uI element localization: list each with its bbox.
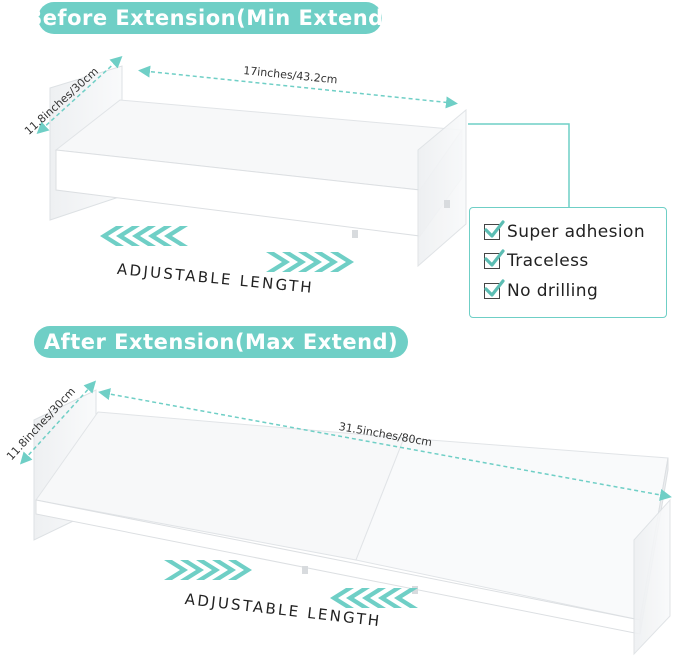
bottom-shelf bbox=[19, 380, 672, 656]
features-box: Super adhesion Traceless No drilling bbox=[469, 207, 667, 318]
feature-label: Super adhesion bbox=[507, 222, 646, 242]
checkbox-check-icon bbox=[484, 220, 505, 240]
chevrons-left-top bbox=[100, 226, 188, 246]
after-extension-header: After Extension(Max Extend) bbox=[34, 326, 408, 358]
feature-item: No drilling bbox=[484, 279, 599, 301]
checkbox-check-icon bbox=[484, 249, 505, 269]
chevrons-right-top bbox=[266, 252, 354, 272]
checkbox-check-icon bbox=[484, 279, 505, 299]
top-shelf bbox=[36, 55, 570, 268]
chevrons-left-bottom bbox=[330, 588, 418, 608]
feature-item: Super adhesion bbox=[484, 220, 646, 242]
before-extension-header: Before Extension(Min Extend) bbox=[26, 2, 393, 34]
feature-item: Traceless bbox=[484, 249, 589, 271]
feature-label: No drilling bbox=[507, 281, 599, 301]
feature-label: Traceless bbox=[507, 251, 589, 271]
chevrons-right-bottom bbox=[164, 560, 252, 580]
